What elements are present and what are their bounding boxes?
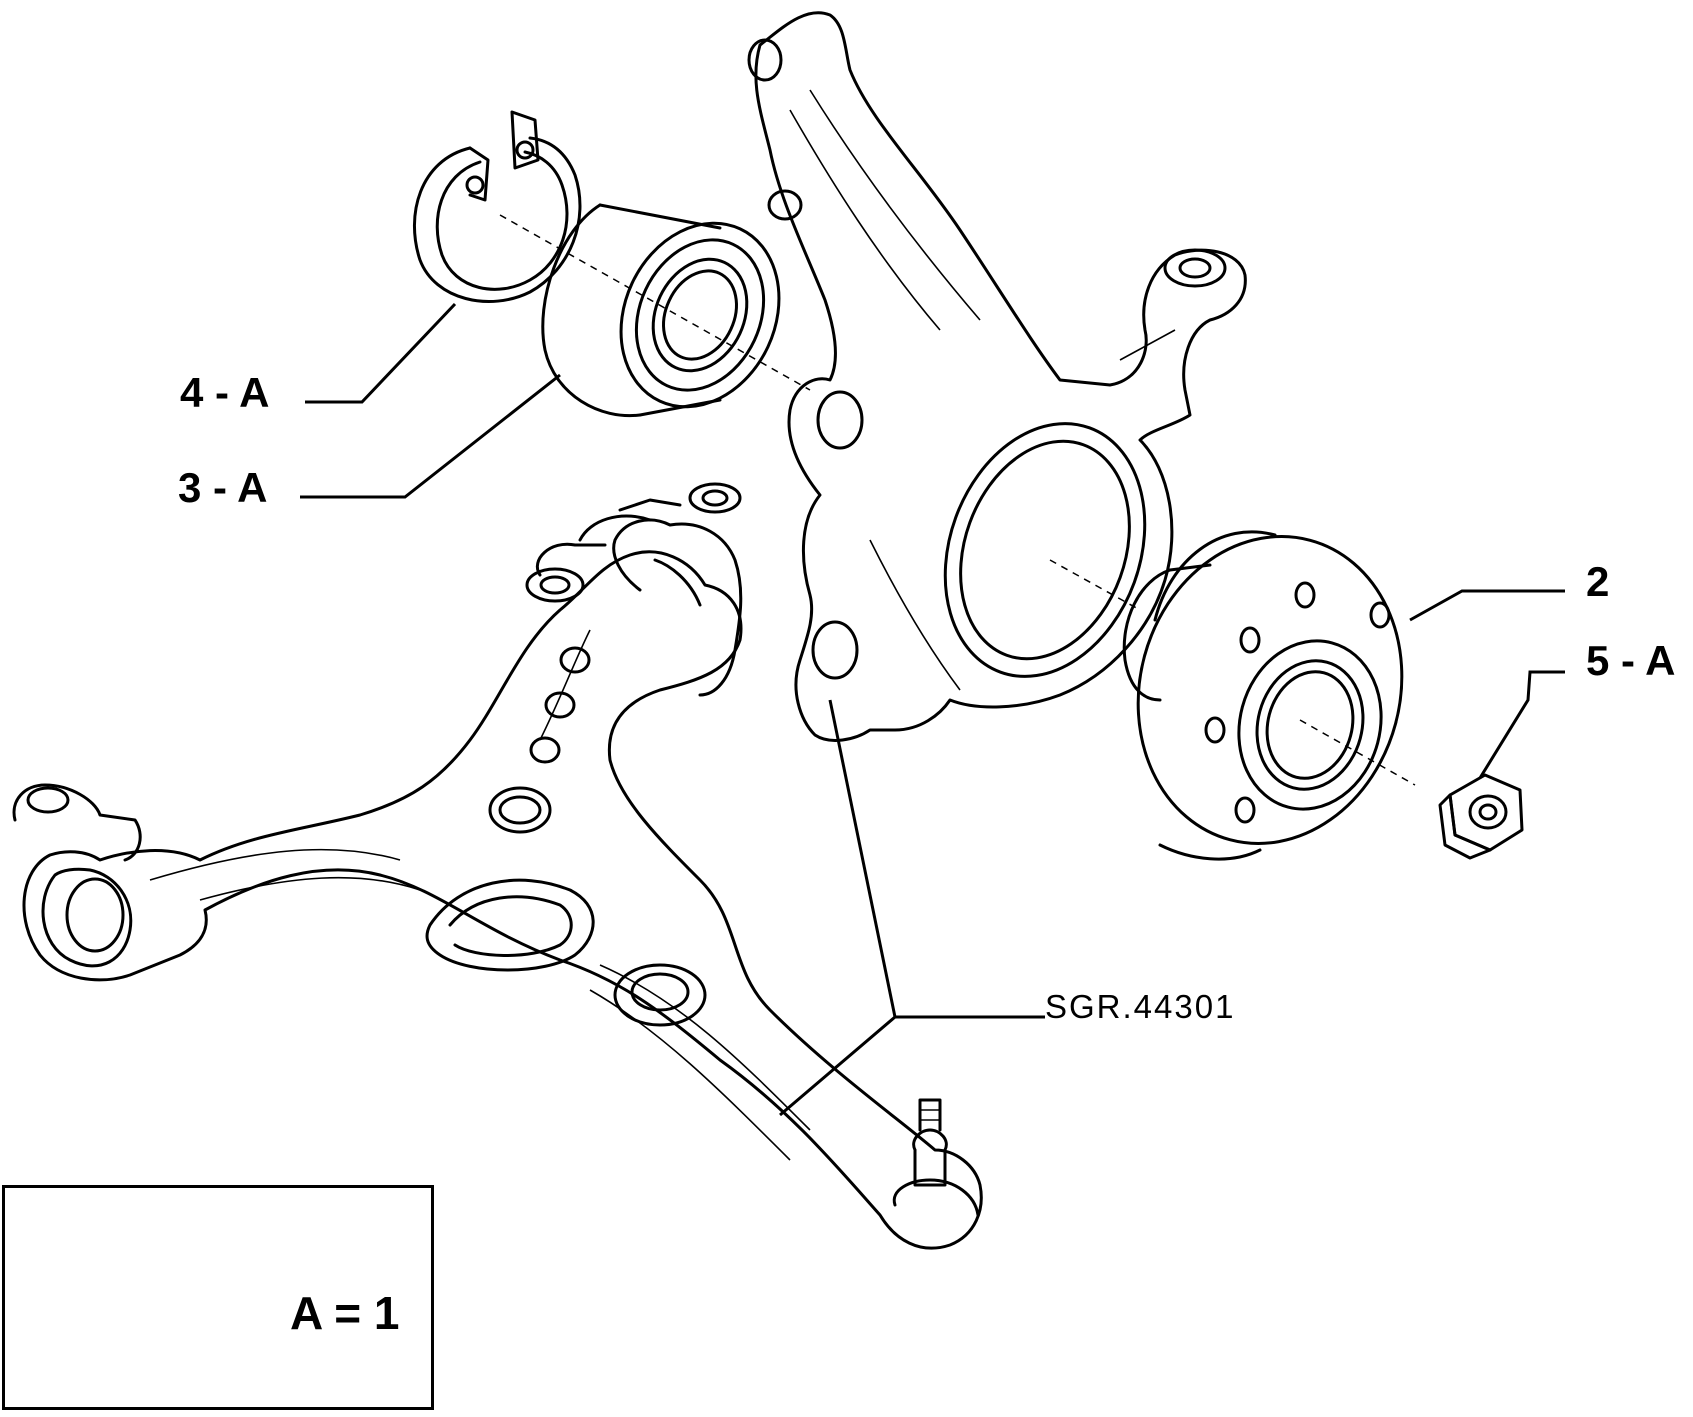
wheel-bearing-part	[541, 203, 781, 418]
hub-nut-part	[1438, 773, 1524, 860]
callout-snap-ring: 4 - A	[180, 369, 270, 416]
callout-nut: 5 - A	[1586, 637, 1676, 684]
legend-text: A = 1	[290, 1287, 400, 1339]
callout-bearing: 3 - A	[178, 464, 268, 511]
drawing-code: SGR.44301	[1045, 988, 1236, 1025]
centerlines	[499, 214, 1416, 786]
callout-hub: 2	[1586, 558, 1610, 605]
legend-box	[2, 1185, 434, 1410]
leader-lines	[300, 302, 1565, 1117]
snap-ring-part	[412, 110, 582, 303]
wheel-hub-part	[1122, 530, 1404, 861]
control-arm-part	[12, 482, 983, 1250]
steering-knuckle-part	[747, 11, 1247, 742]
